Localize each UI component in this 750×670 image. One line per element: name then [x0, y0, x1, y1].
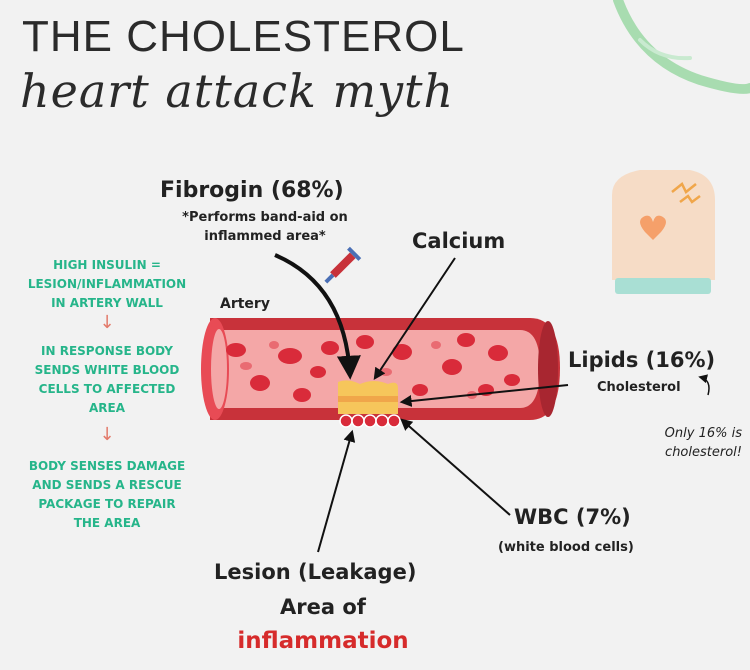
arrow-lesion — [317, 429, 356, 553]
label-only-cholesterol: Only 16% is cholesterol! — [630, 424, 742, 462]
step-line: HIGH INSULIN = — [53, 258, 161, 272]
step-rescue-package: BODY SENSES DAMAGE AND SENDS A RESCUE PA… — [2, 457, 212, 533]
step-arrow-icon: ↓ — [99, 312, 115, 333]
note-line: inflammed area* — [204, 229, 326, 244]
label-cholesterol: Cholesterol — [597, 380, 681, 395]
arrow-only — [698, 374, 710, 396]
step-line: IN ARTERY WALL — [51, 296, 163, 310]
step-line: AND SENDS A RESCUE — [32, 478, 182, 492]
person-icon — [612, 170, 715, 294]
label-lesion: Lesion (Leakage) — [214, 560, 417, 584]
step-arrow-icon: ↓ — [99, 424, 115, 445]
step-white-blood: IN RESPONSE BODY SENDS WHITE BLOOD CELLS… — [2, 342, 212, 418]
wbc-cells — [339, 414, 401, 428]
step-line: PACKAGE TO REPAIR — [38, 497, 176, 511]
syringe-icon — [324, 246, 362, 284]
label-fibrogin: Fibrogin (68%) — [160, 178, 344, 203]
step-line: SENDS WHITE BLOOD — [34, 363, 180, 377]
arrow-lipids — [399, 384, 569, 407]
decorative-arc — [613, 0, 750, 94]
arrow-fibrogin — [274, 253, 361, 380]
note-line: Only 16% is — [664, 426, 742, 441]
label-lipids: Lipids (16%) — [568, 348, 716, 372]
step-line: THE AREA — [73, 516, 141, 530]
step-line: BODY SENSES DAMAGE — [28, 459, 186, 473]
step-line: LESION/INFLAMMATION — [27, 277, 187, 291]
label-artery: Artery — [220, 296, 270, 312]
label-wbc: WBC (7%) — [514, 505, 631, 529]
arrow-wbc — [400, 418, 511, 516]
page-subtitle: heart attack myth — [20, 64, 455, 118]
page-title: THE CHOLESTEROL — [22, 12, 465, 61]
step-line: IN RESPONSE BODY — [41, 344, 173, 358]
step-line: CELLS TO AFFECTED — [38, 382, 176, 396]
label-calcium: Calcium — [412, 229, 506, 253]
decorative-arc-small — [638, 38, 692, 61]
step-line: AREA — [88, 401, 125, 415]
label-area-of: Area of — [280, 595, 366, 619]
artery-illustration — [201, 318, 560, 428]
note-line: cholesterol! — [665, 445, 742, 460]
step-high-insulin: HIGH INSULIN = LESION/INFLAMMATION IN AR… — [2, 256, 212, 313]
label-wbc-full: (white blood cells) — [498, 540, 634, 555]
arrow-calcium — [373, 257, 456, 380]
label-fibrogin-note: *Performs band-aid on inflammed area* — [170, 210, 360, 244]
label-inflammation: inflammation — [237, 628, 409, 654]
note-line: *Performs band-aid on — [182, 210, 348, 225]
